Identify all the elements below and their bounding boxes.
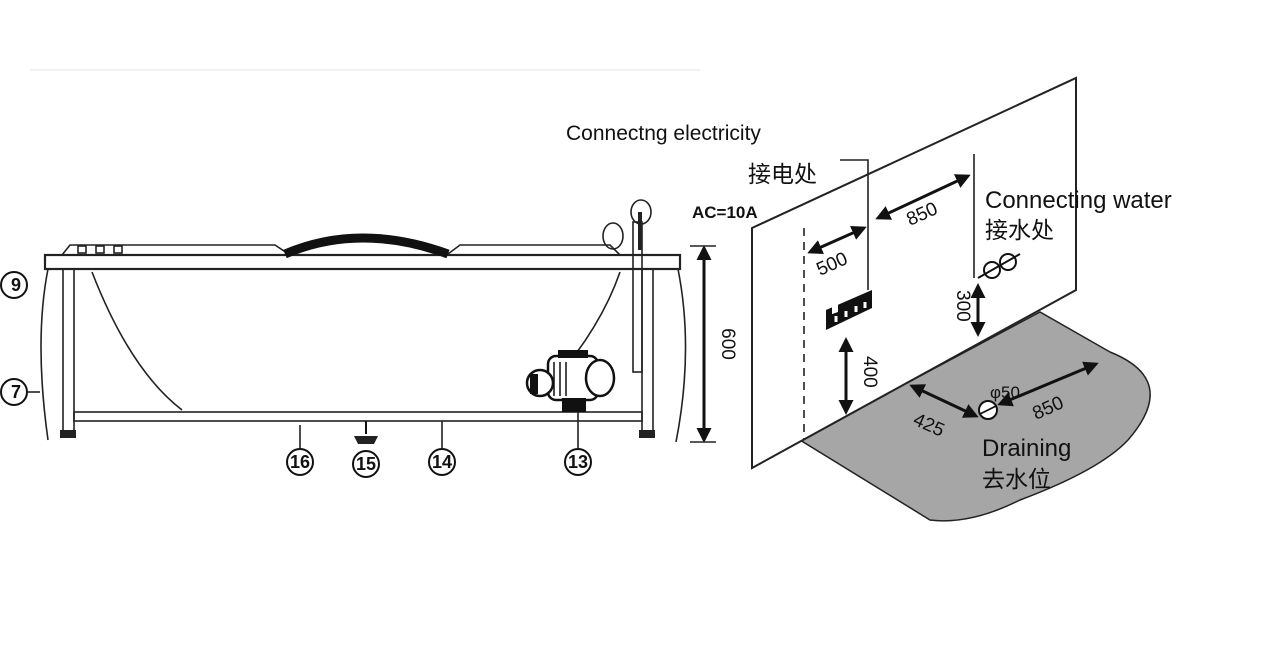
svg-text:7: 7 bbox=[11, 382, 21, 402]
shower-head bbox=[630, 199, 652, 225]
draining-label: Draining bbox=[982, 435, 1071, 462]
connecting-water-cn-label: 接水处 bbox=[985, 218, 1054, 244]
connecting-electricity-cn-label: 接电处 bbox=[748, 162, 817, 188]
callout-16: 16 bbox=[286, 448, 314, 476]
leg-left bbox=[62, 268, 75, 433]
dim-500-arrow bbox=[807, 226, 867, 254]
dim-850-floor-arrow bbox=[997, 361, 1099, 407]
drain-valve bbox=[354, 421, 378, 444]
svg-text:15: 15 bbox=[356, 454, 376, 474]
dim-425-arrow bbox=[909, 384, 979, 418]
faucet-knob bbox=[602, 222, 624, 250]
control-knob-2 bbox=[95, 245, 105, 254]
frame-rail bbox=[73, 411, 643, 422]
headrest bbox=[283, 233, 450, 259]
pump bbox=[525, 350, 616, 412]
svg-text:13: 13 bbox=[568, 452, 588, 472]
installation-layout-view: 500 850 300 400 425 850 φ50 bbox=[751, 76, 1151, 522]
callout-left-bottom: 7 bbox=[0, 378, 40, 406]
leg-right bbox=[641, 268, 654, 433]
apron-left bbox=[40, 268, 49, 441]
callout-left-top: 9 bbox=[0, 271, 28, 299]
svg-text:16: 16 bbox=[290, 452, 310, 472]
draining-cn-label: 去水位 bbox=[982, 467, 1051, 493]
tub-deck bbox=[61, 244, 291, 256]
connecting-water-label: Connecting water bbox=[985, 187, 1172, 214]
tub-body-curve bbox=[91, 271, 183, 411]
electric-leader bbox=[840, 159, 869, 290]
dim-850-arrow bbox=[875, 174, 971, 220]
power-socket bbox=[826, 290, 872, 330]
callout-15: 15 bbox=[352, 450, 380, 478]
tub-rim bbox=[43, 253, 682, 271]
tub-deck-right bbox=[447, 244, 621, 256]
control-knob-1 bbox=[77, 245, 87, 254]
shower-hose-holder bbox=[632, 221, 643, 373]
control-knob-3 bbox=[113, 245, 123, 254]
connecting-electricity-label: Connectng electricity bbox=[566, 122, 761, 145]
height-600-label: 600 bbox=[717, 328, 738, 360]
svg-text:9: 9 bbox=[11, 275, 21, 295]
foot-left bbox=[60, 430, 76, 438]
water-valve bbox=[977, 253, 1021, 279]
drain-hole-cross bbox=[979, 405, 997, 415]
callout-13: 13 bbox=[564, 448, 592, 476]
apron-right bbox=[675, 268, 687, 443]
drain-diameter-label: φ50 bbox=[990, 383, 1020, 402]
callout-14: 14 bbox=[428, 448, 456, 476]
dim-400-label: 400 bbox=[859, 356, 880, 388]
foot-right bbox=[639, 430, 655, 438]
wall-plane bbox=[751, 76, 1077, 470]
svg-text:14: 14 bbox=[432, 452, 452, 472]
dim-300-label: 300 bbox=[952, 290, 973, 322]
ac-rating-label: AC=10A bbox=[692, 203, 758, 222]
bathtub-side-view: 600 16 15 14 13 9 7 bbox=[0, 199, 738, 478]
